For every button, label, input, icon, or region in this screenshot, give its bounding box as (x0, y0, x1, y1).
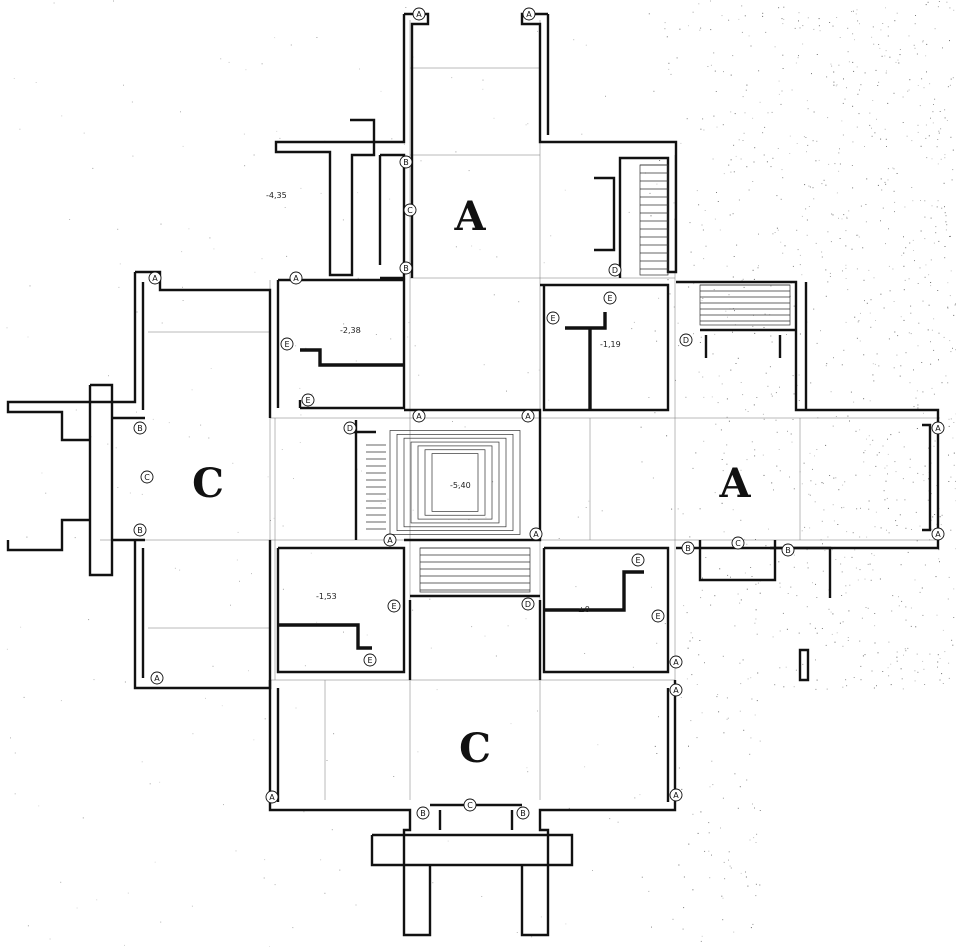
grid-tag-d: D (680, 334, 692, 346)
svg-text:E: E (367, 656, 372, 665)
svg-text:A: A (533, 530, 539, 539)
grid-tag-a: A (530, 528, 542, 540)
grid-tag-c: C (141, 471, 153, 483)
grid-tag-a: A (384, 534, 396, 546)
svg-text:C: C (407, 206, 413, 215)
svg-text:C: C (467, 801, 473, 810)
grid-tag-e: E (604, 292, 616, 304)
svg-text:E: E (391, 602, 396, 611)
svg-text:B: B (520, 809, 526, 818)
grid-tag-c: C (464, 799, 476, 811)
grid-tag-a: A (932, 422, 944, 434)
svg-text:E: E (607, 294, 612, 303)
svg-text:A: A (673, 791, 679, 800)
grid-tag-a: A (149, 272, 161, 284)
svg-text:B: B (420, 809, 426, 818)
grid-tag-a: A (413, 410, 425, 422)
svg-text:A: A (154, 674, 160, 683)
grid-tag-e: E (547, 312, 559, 324)
grid-tag-e: E (632, 554, 644, 566)
grid-tag-e: E (302, 394, 314, 406)
svg-text:E: E (305, 396, 310, 405)
grid-tag-b: B (517, 807, 529, 819)
grid-tag-a: A (413, 8, 425, 20)
svg-text:D: D (612, 266, 618, 275)
grid-tag-a: A (932, 528, 944, 540)
grid-tag-b: B (400, 262, 412, 274)
svg-text:B: B (785, 546, 791, 555)
svg-text:D: D (683, 336, 689, 345)
svg-text:C: C (735, 539, 741, 548)
svg-text:A: A (673, 686, 679, 695)
svg-text:A: A (935, 424, 941, 433)
svg-text:A: A (416, 412, 422, 421)
svg-text:B: B (403, 264, 409, 273)
svg-text:E: E (655, 612, 660, 621)
level-annotation: -1,53 (316, 592, 337, 601)
level-annotation: -1,19 (600, 340, 621, 349)
grid-tag-a: A (290, 272, 302, 284)
level-annotation: ±0 (578, 605, 590, 614)
svg-text:E: E (550, 314, 555, 323)
svg-text:A: A (526, 10, 532, 19)
svg-text:A: A (152, 274, 158, 283)
svg-text:C: C (144, 473, 150, 482)
grid-tag-d: D (522, 598, 534, 610)
svg-text:A: A (387, 536, 393, 545)
grid-tag-e: E (281, 338, 293, 350)
zone-label-left: C (192, 460, 224, 507)
zone-label-top: A (453, 193, 486, 240)
svg-text:E: E (284, 340, 289, 349)
grid-tag-e: E (388, 600, 400, 612)
svg-text:D: D (525, 600, 531, 609)
grid-tag-b: B (134, 422, 146, 434)
level-annotation: -5,40 (450, 481, 471, 490)
svg-text:A: A (269, 793, 275, 802)
svg-text:D: D (347, 424, 353, 433)
level-annotation: -4,35 (266, 191, 287, 200)
grid-tag-b: B (417, 807, 429, 819)
svg-text:A: A (416, 10, 422, 19)
grid-tag-b: B (400, 156, 412, 168)
svg-text:E: E (635, 556, 640, 565)
svg-text:A: A (935, 530, 941, 539)
grid-tag-e: E (652, 610, 664, 622)
grid-tag-d: D (344, 422, 356, 434)
svg-text:B: B (403, 158, 409, 167)
zone-label-right: A (718, 460, 751, 507)
stairs (366, 165, 790, 592)
grid-tag-a: A (523, 8, 535, 20)
svg-text:B: B (685, 544, 691, 553)
svg-text:A: A (293, 274, 299, 283)
zone-label-bottom: C (459, 725, 491, 772)
grid-tag-b: B (782, 544, 794, 556)
grid-tag-e: E (364, 654, 376, 666)
grid-tag-a: A (670, 656, 682, 668)
grid-tag-a: A (670, 684, 682, 696)
svg-text:A: A (673, 658, 679, 667)
svg-text:A: A (525, 412, 531, 421)
grid-tag-c: C (404, 204, 416, 216)
grid-tag-c: C (732, 537, 744, 549)
grid-tag-a: A (522, 410, 534, 422)
level-annotation: -2,38 (340, 326, 361, 335)
grid-tag-a: A (670, 789, 682, 801)
grid-tag-b: B (134, 524, 146, 536)
grid-tag-d: D (609, 264, 621, 276)
grid-tag-b: B (682, 542, 694, 554)
svg-text:B: B (137, 424, 143, 433)
grid-tag-a: A (151, 672, 163, 684)
svg-text:B: B (137, 526, 143, 535)
grid-tag-a: A (266, 791, 278, 803)
